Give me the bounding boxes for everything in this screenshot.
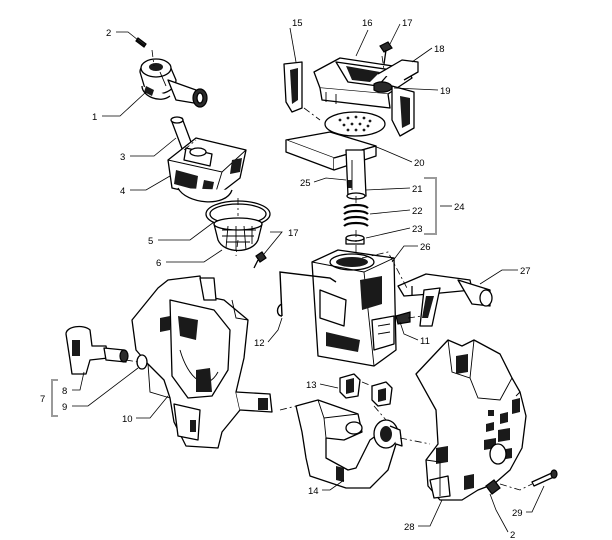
callout-3: 3 (120, 152, 125, 163)
callout-labels: 2 1 3 4 5 6 17 15 16 17 18 19 20 25 21 2… (40, 18, 531, 540)
part-10-left-frame (131, 275, 273, 449)
part-8-valve-assembly (65, 325, 129, 375)
callout-2-top: 2 (106, 28, 111, 39)
callout-20: 20 (414, 158, 425, 169)
callout-26: 26 (420, 242, 431, 253)
callout-10: 10 (122, 414, 133, 425)
part-28-right-frame (415, 339, 527, 501)
callout-21: 21 (412, 184, 423, 195)
callout-4: 4 (120, 186, 125, 197)
part-29-long-screw (531, 469, 558, 487)
callout-12: 12 (254, 338, 265, 349)
part-4-valve-body (167, 137, 247, 203)
part-2-screw-top (135, 37, 147, 48)
part-19-spring (373, 81, 393, 93)
part-2-screw-bottom (485, 479, 501, 495)
leader-lines (72, 23, 545, 533)
callout-14: 14 (308, 486, 319, 497)
part-17-screw-left (253, 251, 267, 269)
callout-29: 29 (512, 508, 523, 519)
callout-19: 19 (440, 86, 451, 97)
callout-18: 18 (434, 44, 445, 55)
part-9-o-ring (136, 354, 148, 370)
part-26-brew-chamber (311, 249, 397, 367)
part-6-filter-screen (213, 217, 263, 252)
part-12-wire-bail (276, 271, 337, 317)
callout-23: 23 (412, 224, 423, 235)
callout-15: 15 (292, 18, 303, 29)
part-21-plunger-shaft (345, 149, 367, 200)
bracket-group-7 (51, 379, 58, 417)
part-15-clip (283, 61, 303, 113)
callout-9: 9 (62, 402, 67, 413)
callout-5: 5 (148, 236, 153, 247)
part-17-screw-top (379, 41, 393, 65)
callout-24: 24 (454, 202, 465, 213)
callout-27: 27 (520, 266, 531, 277)
callout-17-top: 17 (402, 18, 413, 29)
part-13-bushings (339, 373, 393, 407)
callout-22: 22 (412, 206, 423, 217)
callout-8: 8 (62, 386, 67, 397)
part-1-valve-fitting (139, 58, 208, 108)
callout-28: 28 (404, 522, 415, 533)
part-11-screw (395, 311, 411, 325)
callout-7: 7 (40, 394, 45, 405)
callout-6: 6 (156, 258, 161, 269)
part-strainer-disc (324, 111, 386, 137)
part-23-washer (345, 234, 365, 245)
part-27-lever (397, 273, 493, 327)
part-14-cam-yoke (295, 399, 403, 489)
part-22-spring (343, 203, 369, 227)
callout-13: 13 (306, 380, 317, 391)
assembly-center-lines (125, 49, 533, 491)
bracket-group-24 (424, 177, 437, 235)
callout-11: 11 (420, 336, 430, 347)
callout-1: 1 (92, 112, 97, 123)
callout-25: 25 (300, 178, 311, 189)
callout-16: 16 (362, 18, 373, 29)
callout-2-bottom: 2 (510, 530, 515, 540)
callout-17-left: 17 (288, 228, 299, 239)
